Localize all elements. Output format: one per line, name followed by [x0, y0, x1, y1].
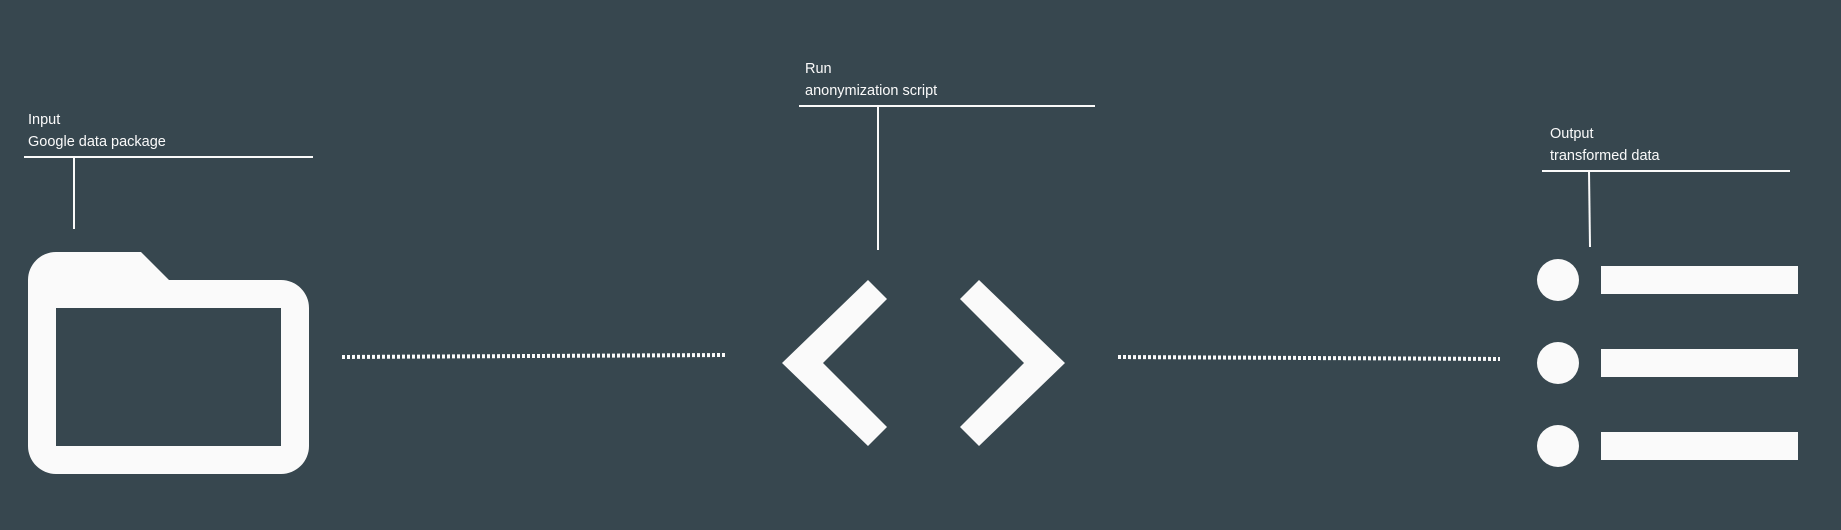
- left-bracket: [782, 280, 887, 446]
- list-bar-3: [1601, 432, 1798, 460]
- list-bullet-3: [1537, 425, 1579, 467]
- code-brackets-icon: [782, 280, 1065, 446]
- list-bar-2: [1601, 349, 1798, 377]
- input-title: Input: [28, 112, 60, 128]
- output-title: Output: [1550, 126, 1594, 142]
- list-icon: [1537, 259, 1798, 467]
- run-subtitle: anonymization script: [805, 83, 937, 99]
- input-step: Input Google data package: [24, 112, 313, 474]
- run-step: Run anonymization script: [782, 61, 1095, 446]
- output-leader-line: [1588, 170, 1591, 248]
- connector-run-to-output: [1117, 355, 1501, 361]
- list-bullet-2: [1537, 342, 1579, 384]
- list-bar-1: [1601, 266, 1798, 294]
- output-subtitle: transformed data: [1550, 148, 1661, 164]
- input-subtitle: Google data package: [28, 134, 166, 150]
- list-bullet-1: [1537, 259, 1579, 301]
- connector-input-to-run: [341, 353, 726, 359]
- folder-icon: [28, 252, 309, 474]
- output-step: Output transformed data: [1537, 126, 1798, 467]
- run-title: Run: [805, 61, 832, 77]
- right-bracket: [960, 280, 1065, 446]
